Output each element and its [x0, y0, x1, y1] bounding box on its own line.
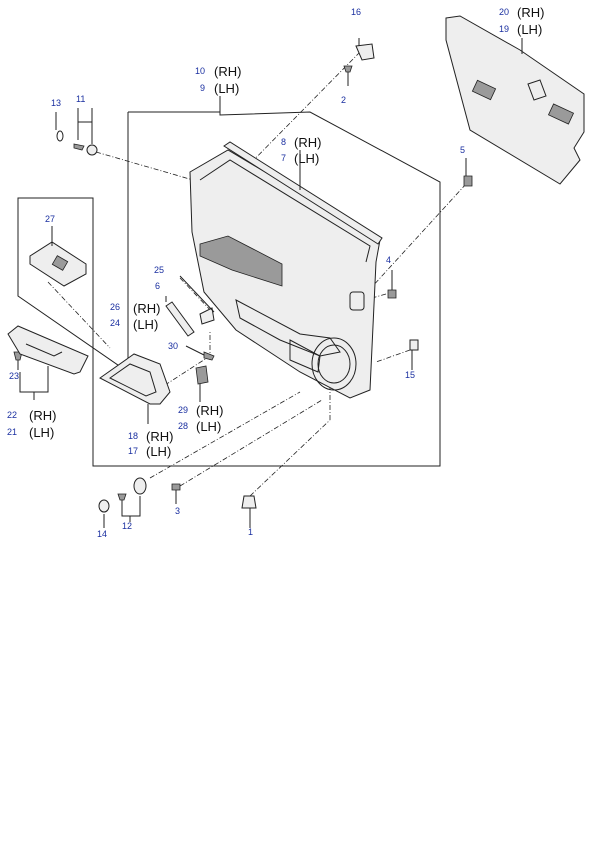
svg-text:(LH): (LH) — [214, 81, 239, 96]
armrest-cover — [7, 325, 89, 400]
callout-15: 15 — [405, 370, 415, 380]
callout-25: 25 — [154, 265, 164, 275]
assembly-outline — [17, 111, 441, 467]
callout-pair-18-17: 18 (RH) 17 (LH) — [128, 429, 173, 459]
callout-16: 16 — [351, 7, 361, 17]
callout-pair-10-9: 10 (RH) 9 (LH) — [195, 64, 241, 96]
svg-text:29: 29 — [178, 405, 188, 415]
svg-text:24: 24 — [110, 318, 120, 328]
callout-23: 23 — [9, 371, 19, 381]
callout-6: 6 — [155, 281, 160, 291]
svg-text:7: 7 — [281, 153, 286, 163]
callout-pair-26-24: 26 (RH) 24 (LH) — [110, 301, 160, 332]
callout-3: 3 — [175, 506, 180, 516]
insulation-sheet — [445, 15, 585, 185]
callout-11: 11 — [76, 94, 85, 104]
callout-pair-20-19: 20 (RH) 19 (LH) — [499, 5, 544, 37]
callout-1: 1 — [248, 527, 253, 537]
svg-text:(RH): (RH) — [214, 64, 241, 79]
belt-weatherstrip — [223, 141, 383, 245]
callout-pair-22-21: 22 (RH) 21 (LH) — [7, 408, 56, 440]
svg-text:(LH): (LH) — [294, 151, 319, 166]
svg-text:(LH): (LH) — [133, 317, 158, 332]
svg-text:(LH): (LH) — [196, 419, 221, 434]
svg-text:28: 28 — [178, 421, 188, 431]
window-switch-panel — [29, 226, 87, 287]
callout-2: 2 — [341, 95, 346, 105]
svg-text:(RH): (RH) — [196, 403, 223, 418]
svg-text:(LH): (LH) — [146, 444, 171, 459]
svg-text:22: 22 — [7, 410, 17, 420]
svg-text:(RH): (RH) — [133, 301, 160, 316]
svg-text:(RH): (RH) — [29, 408, 56, 423]
callout-27: 27 — [45, 214, 55, 224]
svg-text:(LH): (LH) — [517, 22, 542, 37]
svg-text:19: 19 — [499, 24, 509, 34]
handle-bezel — [99, 353, 171, 424]
callout-pair-8-7: 8 (RH) 7 (LH) — [281, 135, 321, 166]
svg-text:21: 21 — [7, 427, 17, 437]
svg-text:18: 18 — [128, 431, 138, 441]
svg-text:26: 26 — [110, 302, 120, 312]
callout-4: 4 — [386, 255, 391, 265]
svg-text:9: 9 — [200, 83, 205, 93]
svg-text:20: 20 — [499, 7, 509, 17]
svg-text:(LH): (LH) — [29, 425, 54, 440]
small-trim-parts — [165, 275, 215, 402]
svg-text:(RH): (RH) — [146, 429, 173, 444]
callout-14: 14 — [97, 529, 107, 539]
callout-pair-29-28: 29 (RH) 28 (LH) — [178, 403, 223, 434]
svg-text:17: 17 — [128, 446, 138, 456]
door-trim-panel — [189, 149, 381, 399]
svg-text:10: 10 — [195, 66, 205, 76]
callout-13: 13 — [51, 98, 61, 108]
svg-text:8: 8 — [281, 137, 286, 147]
callout-30: 30 — [168, 341, 178, 351]
callout-5: 5 — [460, 145, 465, 155]
callout-12: 12 — [122, 521, 132, 531]
svg-text:(RH): (RH) — [517, 5, 544, 20]
svg-text:(RH): (RH) — [294, 135, 321, 150]
